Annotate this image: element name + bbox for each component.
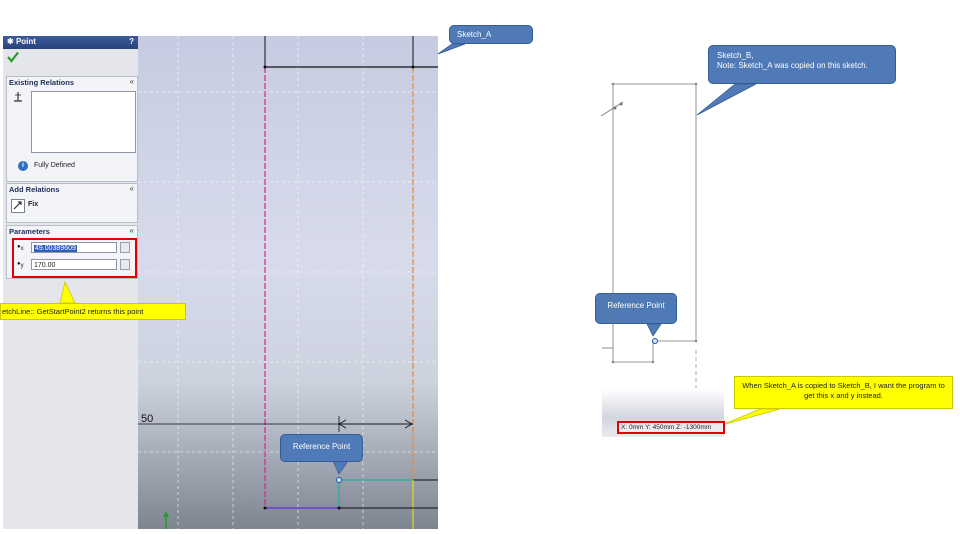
callout-get-start-point: etchLine:: GetStartPoint2 returns this p… xyxy=(0,303,186,320)
x-coordinate-field[interactable]: 49.00389609 xyxy=(31,242,117,253)
existing-relations-header: Existing Relations xyxy=(9,78,75,87)
callout-reference-point-left-text: Reference Point xyxy=(292,442,351,451)
panel-title-text: Point xyxy=(15,37,36,46)
x-spin-button[interactable] xyxy=(120,242,130,253)
ok-check-icon[interactable] xyxy=(7,51,19,63)
fix-anchor-icon xyxy=(11,199,25,213)
parameters-header: Parameters xyxy=(9,227,50,236)
fix-relation-button[interactable]: Fix xyxy=(11,198,53,214)
y-axis-icon: ●y xyxy=(17,261,24,270)
collapse-chevron-icon[interactable]: « xyxy=(129,226,134,235)
callout-get-start-point-text: etchLine:: GetStartPoint2 returns this p… xyxy=(2,307,144,316)
status-coordinates-highlight: X: 0mm Y: 450mm Z: -1300mm xyxy=(617,421,725,434)
collapse-chevron-icon[interactable]: « xyxy=(129,184,134,193)
status-text: Fully Defined xyxy=(34,162,75,169)
panel-title-bar: ✱ Point ? xyxy=(3,36,138,49)
property-manager-panel: ✱ Point ? Existing Relations « i Fully D… xyxy=(3,36,140,529)
panel-title: ✱ Point xyxy=(7,37,36,46)
callout-sketch-a: Sketch_A xyxy=(449,25,533,44)
y-spin-button[interactable] xyxy=(120,259,130,270)
status-coordinates-text: X: 0mm Y: 450mm Z: -1300mm xyxy=(621,424,712,431)
callout-want-xy: When Sketch_A is copied to Sketch_B, I w… xyxy=(734,376,953,409)
add-relations-header: Add Relations xyxy=(9,185,60,194)
x-coordinate-value: 49.00389609 xyxy=(34,245,77,252)
collapse-chevron-icon[interactable]: « xyxy=(129,77,134,86)
parameters-highlight-box: ●x 49.00389609 ●y 170.00 xyxy=(12,238,137,278)
dimension-text[interactable]: 50 xyxy=(141,413,154,425)
callout-reference-point-right: Reference Point xyxy=(595,293,677,324)
y-coordinate-value: 170.00 xyxy=(34,262,56,269)
add-relations-section: Add Relations « Fix xyxy=(6,183,138,223)
sketch-b-geometry xyxy=(600,82,698,388)
info-icon: i xyxy=(18,161,28,171)
relations-icon xyxy=(14,92,22,102)
callout-want-xy-text: When Sketch_A is copied to Sketch_B, I w… xyxy=(742,381,945,400)
callout-sketch-b: Sketch_B, Note: Sketch_A was copied on t… xyxy=(708,45,896,84)
relations-list[interactable] xyxy=(31,91,136,153)
callout-sketch-b-line2: Note: Sketch_A was copied on this sketch… xyxy=(717,61,868,70)
sketch-a-geometry xyxy=(138,36,438,529)
callout-sketch-a-text: Sketch_A xyxy=(457,30,492,39)
callout-reference-point-right-text: Reference Point xyxy=(607,301,665,310)
existing-relations-section: Existing Relations « i Fully Defined xyxy=(6,76,138,182)
callout-reference-point-left: Reference Point xyxy=(280,434,363,462)
x-axis-icon: ●x xyxy=(17,244,24,253)
y-coordinate-field[interactable]: 170.00 xyxy=(31,259,117,270)
fix-label: Fix xyxy=(28,201,39,208)
callout-sketch-b-line1: Sketch_B, xyxy=(717,51,754,60)
help-button[interactable]: ? xyxy=(129,37,134,46)
